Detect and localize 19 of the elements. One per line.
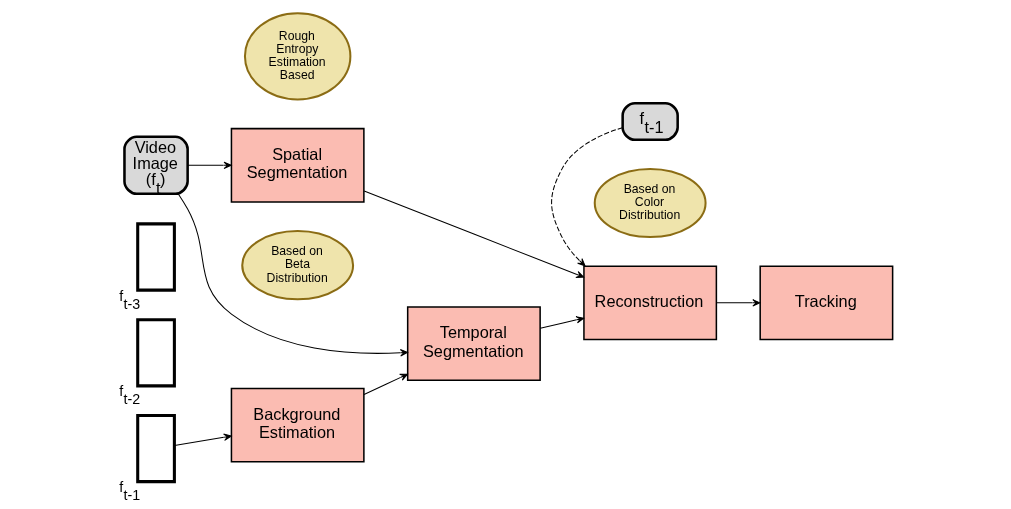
node-box	[135, 221, 176, 292]
arrow	[173, 433, 232, 446]
node-box: Background Estimation	[230, 387, 365, 463]
node-box: Spatial Segmentation	[230, 127, 365, 203]
node-box: Tracking	[758, 264, 893, 340]
arrow	[715, 298, 760, 307]
node-ellipse: Based on Beta Distribution	[240, 229, 354, 300]
node-box	[135, 317, 176, 387]
node-box: Temporal Segmentation	[406, 305, 541, 381]
arrow	[363, 190, 584, 278]
arrow	[550, 126, 623, 266]
node-box	[135, 413, 176, 483]
node-ellipse: Based on Color Distribution	[593, 167, 707, 238]
arrow	[177, 192, 408, 356]
arrow	[539, 315, 584, 329]
node-box: Reconstruction	[582, 264, 717, 340]
arrow	[186, 161, 232, 169]
node-ellipse: Rough Entropy Estimation Based	[243, 11, 351, 100]
arrow	[363, 373, 408, 395]
